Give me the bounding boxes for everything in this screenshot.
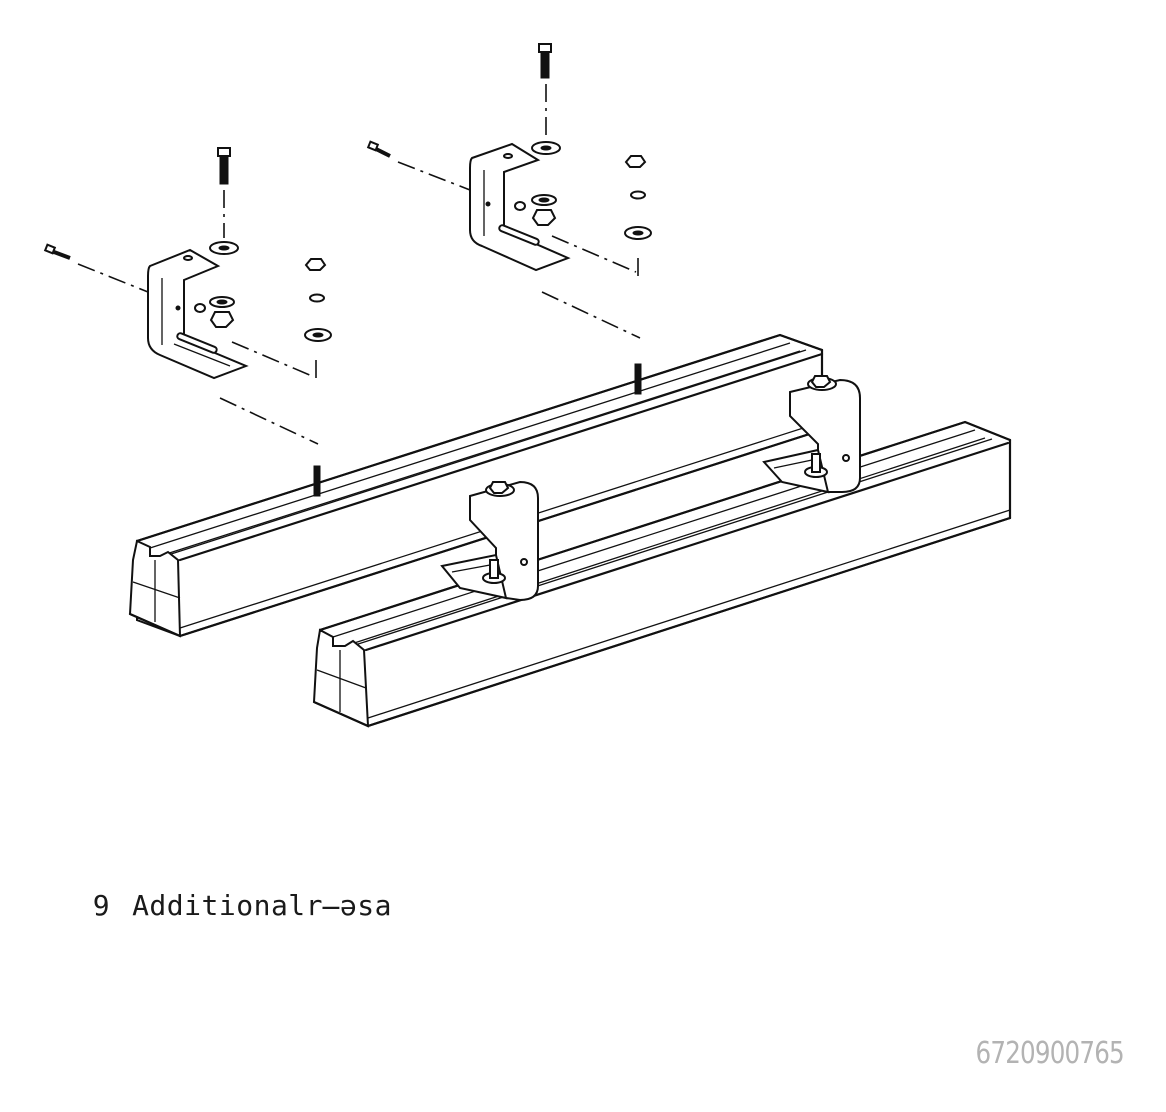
rail-rear (128, 333, 824, 638)
rail-front (312, 420, 1012, 728)
figure-caption: 9 Additionalr̶ǝsa (58, 856, 392, 922)
assembly-axis-lines (77, 84, 641, 445)
washer-large-right (624, 226, 652, 240)
nut-icon (304, 258, 327, 271)
stud-rear-left (313, 465, 321, 497)
caption-number: 9 (92, 889, 111, 922)
document-number: 6720900765 (975, 1036, 1125, 1071)
bracket-exploded-right (469, 142, 571, 272)
nut-stack-left (194, 296, 235, 328)
bracket-mounted-rear (762, 375, 861, 494)
washer-large-left (304, 328, 332, 342)
stud-rear-right (634, 363, 642, 395)
nut-stack-right (514, 194, 557, 226)
caption-text: Additionalr̶ǝsa (132, 889, 392, 922)
bracket-mounted-front (440, 480, 539, 602)
bracket-exploded-left (147, 248, 249, 380)
pin-right (366, 140, 391, 158)
washer-right-top (531, 141, 561, 155)
nut-right (624, 155, 647, 168)
bolt-icon (217, 147, 231, 185)
washer-small-right (630, 190, 646, 200)
bolt-right (538, 43, 552, 79)
pin-left (43, 243, 71, 260)
washer-icon (209, 241, 239, 255)
washer-small-left (309, 293, 325, 303)
